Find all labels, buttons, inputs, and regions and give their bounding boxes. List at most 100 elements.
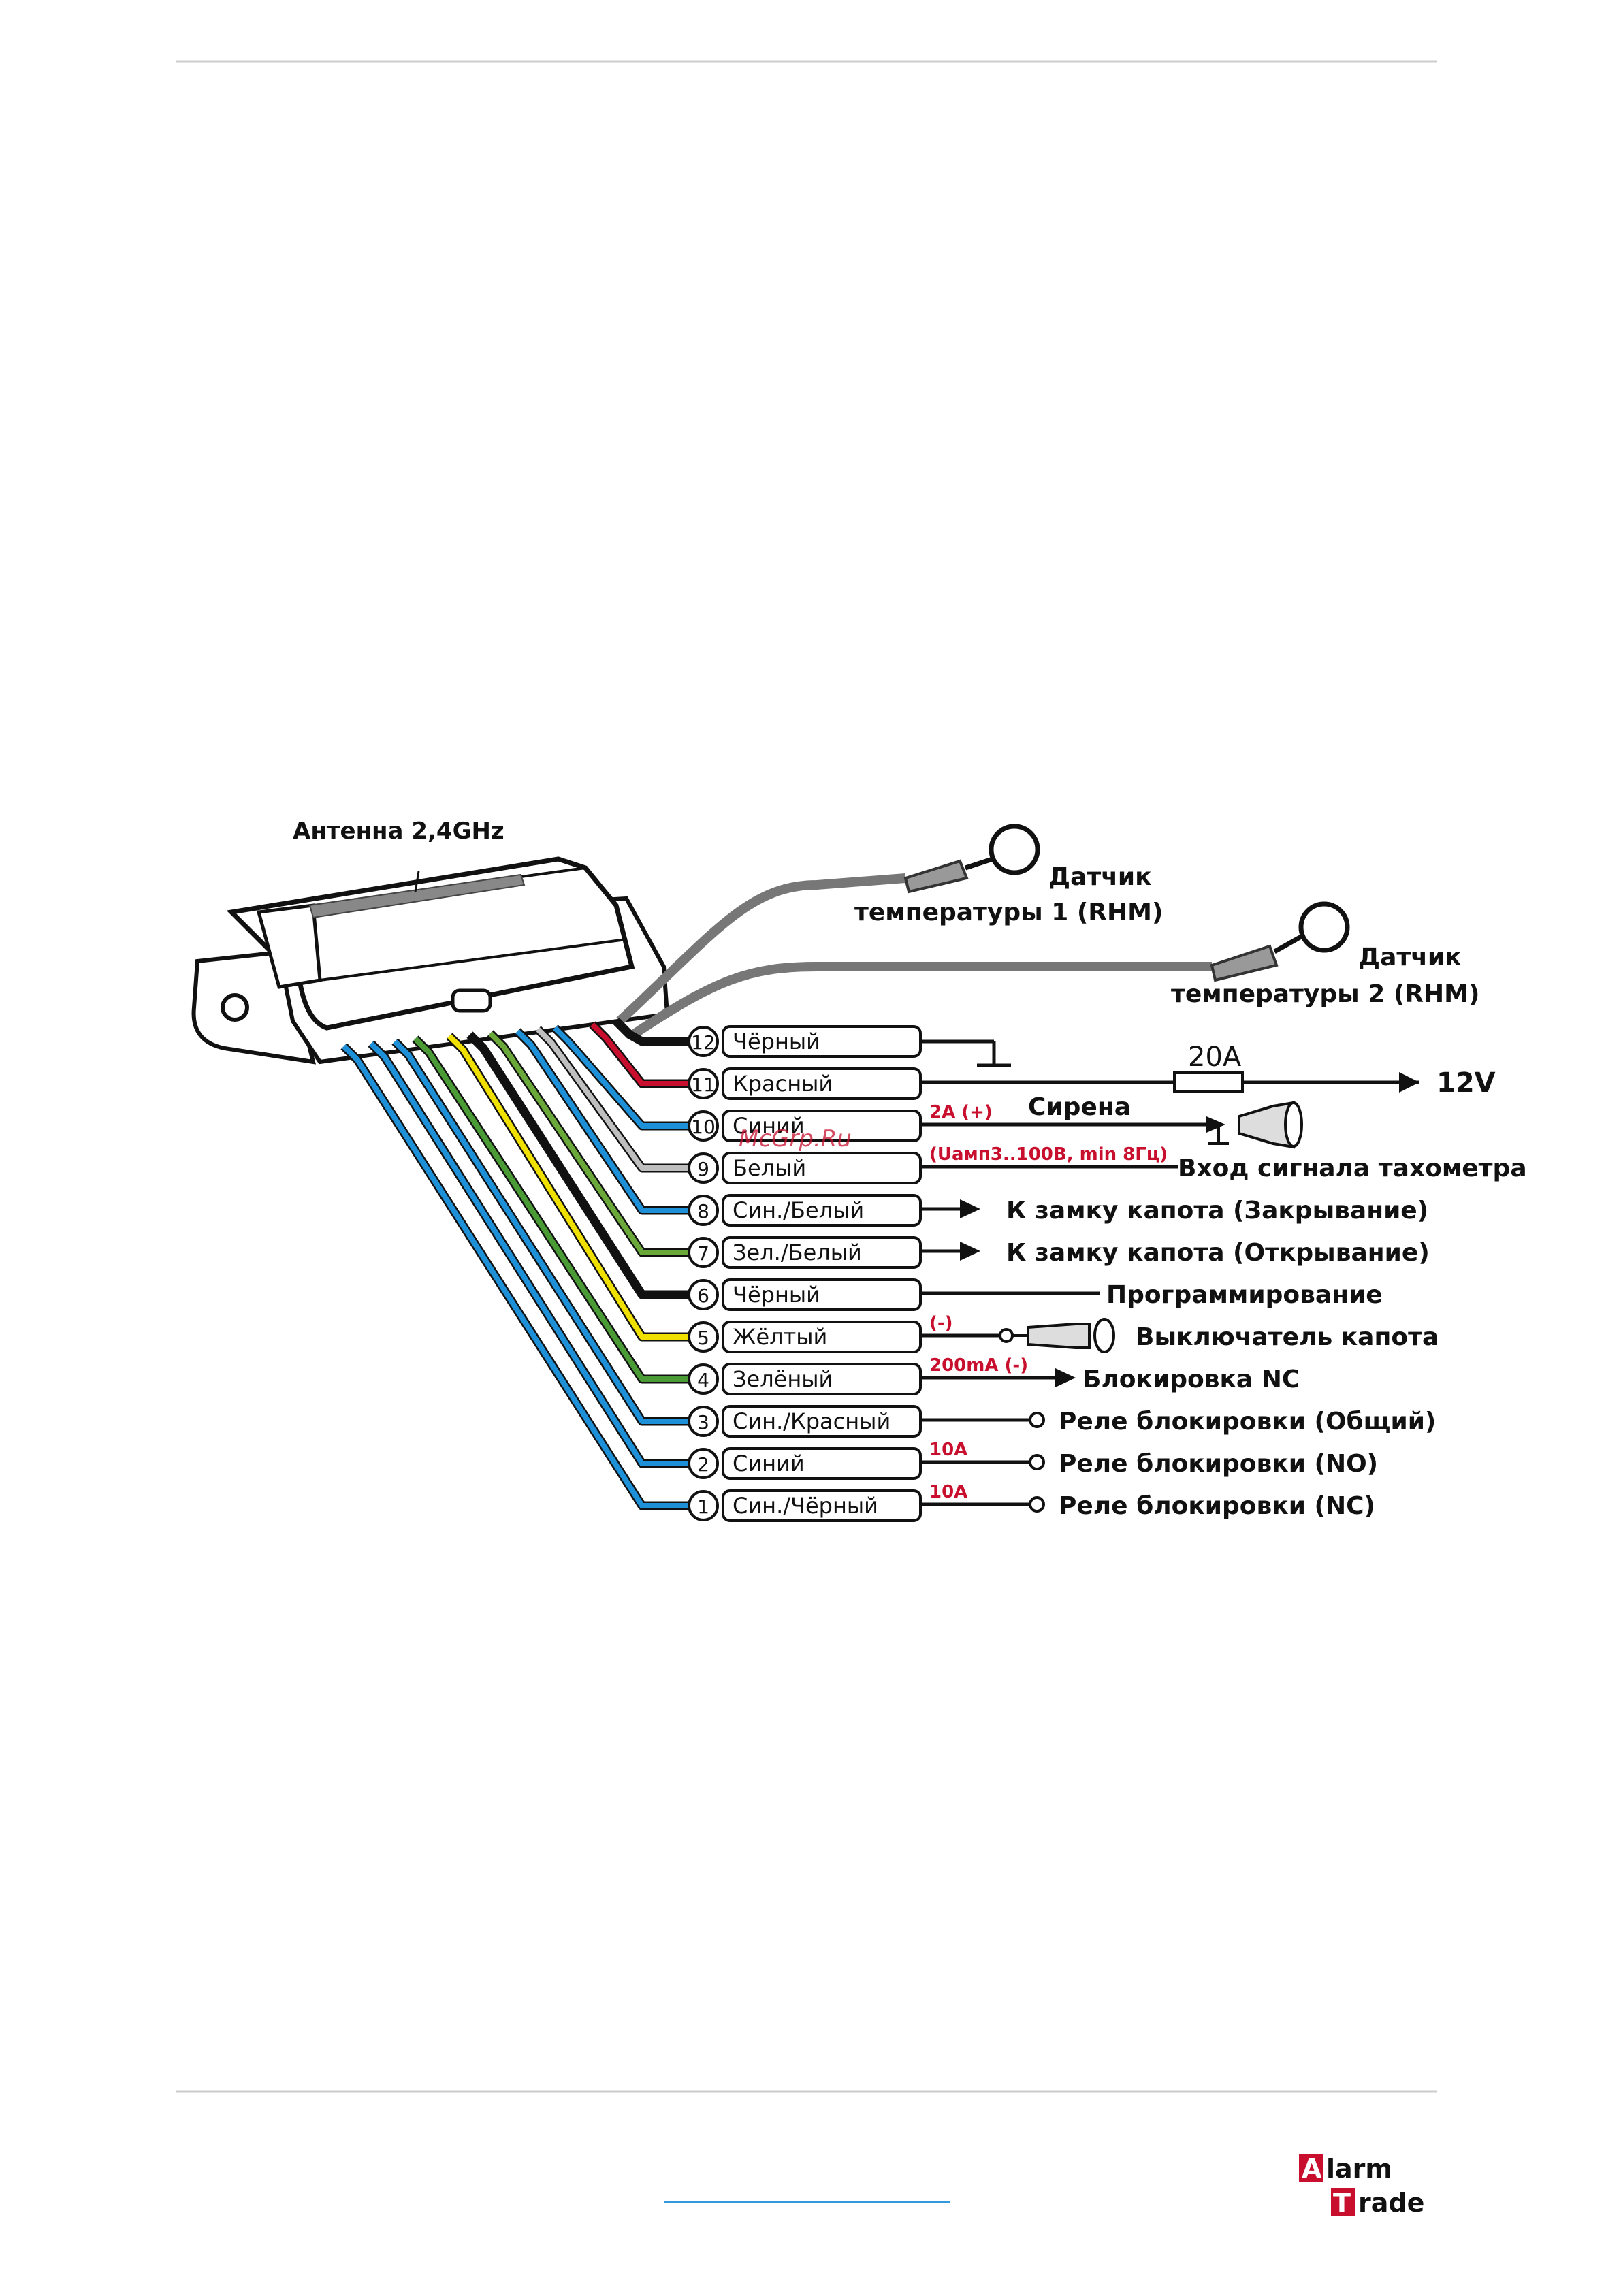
wire-number-badge xyxy=(688,1110,719,1142)
wire-number: 7 xyxy=(697,1242,709,1265)
wire-target-label: Сирена xyxy=(1028,1093,1131,1121)
alarm-module xyxy=(191,856,670,1065)
wire-number: 5 xyxy=(697,1327,709,1349)
wire-spec: 200mA (-) xyxy=(929,1355,1028,1376)
wire-color-label: Син./Чёрный xyxy=(733,1493,878,1519)
wire-color-label: Белый xyxy=(733,1155,806,1181)
wire-6 xyxy=(468,1033,688,1297)
blocking-line-4 xyxy=(920,1368,1076,1387)
wire-number: 11 xyxy=(691,1073,716,1096)
wire-number-badge xyxy=(688,1363,719,1395)
wire-number-badge xyxy=(688,1237,719,1268)
fuse-icon xyxy=(1173,1071,1244,1093)
wire-target-label: Реле блокировки (NO) xyxy=(1059,1450,1378,1478)
wire-number-badge xyxy=(688,1321,719,1353)
wire-number-badge xyxy=(688,1406,719,1437)
ring-terminal-icon xyxy=(989,824,1040,875)
wire-7 xyxy=(488,1031,688,1255)
relay-terminal-icon xyxy=(1029,1454,1045,1470)
relay-terminal-icon xyxy=(1029,1496,1045,1513)
wire-number: 4 xyxy=(697,1369,709,1391)
wire-color-label: Син./Красный xyxy=(733,1408,890,1434)
svg-text:rade: rade xyxy=(1358,2188,1424,2218)
wire-number-badge xyxy=(688,1152,719,1184)
wire-10 xyxy=(553,1026,688,1129)
wire-number-badge xyxy=(688,1448,719,1479)
hood-switch-icon xyxy=(1027,1323,1091,1349)
wire-color-label: Синий xyxy=(733,1451,805,1476)
hood-lock-open-line-7 xyxy=(920,1242,980,1261)
wire-number-badge xyxy=(688,1195,719,1226)
wire-color-label: Чёрный xyxy=(733,1029,820,1054)
ring-terminal-icon xyxy=(1298,901,1350,953)
wire-target-label: Выключатель капота xyxy=(1136,1323,1439,1351)
wire-color-label: Син./Белый xyxy=(733,1197,864,1223)
relay-lines xyxy=(920,1412,1045,1513)
wire-target-label: Программирование xyxy=(1106,1281,1383,1309)
wire-number: 3 xyxy=(697,1411,709,1434)
wire-color-label: Зелёный xyxy=(733,1366,833,1392)
wire-8 xyxy=(515,1029,688,1213)
hood-switch-line-5 xyxy=(920,1318,1115,1353)
hood-lock-close-line-8 xyxy=(920,1199,980,1218)
sensor2-label-line1: Датчик xyxy=(1358,943,1462,971)
wire-color-label: Чёрный xyxy=(733,1282,820,1308)
temperature-sensor-1: Датчик температуры 1 (RHM) xyxy=(616,824,1163,1025)
fuse-label: 20A xyxy=(1188,1041,1242,1073)
wire-3 xyxy=(393,1039,688,1424)
antenna-strip xyxy=(308,873,526,919)
wire-target-label: Реле блокировки (Общий) xyxy=(1059,1408,1436,1436)
watermark: McGrp.Ru xyxy=(739,1125,852,1152)
wire-color-label: Красный xyxy=(733,1071,833,1097)
wire-number-badge xyxy=(688,1490,719,1521)
wire-number: 12 xyxy=(691,1031,716,1054)
svg-text:T: T xyxy=(1333,2188,1351,2218)
wire-target-label: К замку капота (Открывание) xyxy=(1006,1239,1430,1267)
wire-target-label: Реле блокировки (NC) xyxy=(1059,1492,1375,1520)
sensor2-label-line2: температуры 2 (RHM) xyxy=(1171,980,1479,1008)
relay-terminal-icon xyxy=(1029,1412,1045,1428)
wire-spec: 10A xyxy=(929,1482,967,1502)
sensor1-label-line2: температуры 1 (RHM) xyxy=(854,899,1163,926)
wire-spec: (Uамп3..100В, min 8Гц) xyxy=(929,1144,1168,1165)
temperature-sensor-2: Датчик температуры 2 (RHM) xyxy=(630,901,1479,1039)
wire-target-label: Вход сигнала тахометра xyxy=(1178,1154,1527,1182)
wire-color-label: Зел./Белый xyxy=(733,1240,862,1265)
wire-spec: 2A (+) xyxy=(929,1102,993,1122)
wire-number: 6 xyxy=(697,1284,709,1307)
wire-number-badge xyxy=(688,1068,719,1099)
wire-2 xyxy=(369,1041,688,1466)
wire-target-label: Блокировка NC xyxy=(1082,1365,1300,1393)
wire-number: 1 xyxy=(697,1495,709,1518)
antenna-label: Антенна 2,4GHz xyxy=(293,818,504,845)
wire-number: 2 xyxy=(697,1453,709,1476)
power-line-11: 20A 12V xyxy=(920,1041,1496,1099)
wire-5 xyxy=(447,1034,688,1340)
sensor1-label-line1: Датчик xyxy=(1048,863,1152,891)
wire-12 xyxy=(614,1019,688,1044)
wire-spec: 10A xyxy=(929,1440,967,1460)
wire-number-badge xyxy=(688,1026,719,1057)
wire-9 xyxy=(536,1027,688,1171)
connector-latch-icon xyxy=(451,988,492,1013)
wire-color-label: Жёлтый xyxy=(733,1324,827,1350)
wire-color-label: Синий xyxy=(733,1113,805,1139)
wire-number: 10 xyxy=(691,1116,716,1138)
wire-number: 8 xyxy=(697,1200,709,1223)
alarm-trade-logo: A larm T rade xyxy=(1299,2154,1424,2218)
wire-1 xyxy=(342,1044,688,1508)
svg-text:A: A xyxy=(1302,2154,1322,2184)
ground-symbol-12 xyxy=(920,1039,1011,1067)
wire-4 xyxy=(413,1037,688,1382)
wire-number: 9 xyxy=(697,1158,709,1180)
svg-text:larm: larm xyxy=(1326,2154,1392,2184)
voltage-label: 12V xyxy=(1437,1067,1496,1099)
wire-number-badge xyxy=(688,1279,719,1310)
mounting-hole-icon xyxy=(221,993,249,1022)
siren-line-10 xyxy=(920,1101,1303,1149)
wire-target-label: К замку капота (Закрывание) xyxy=(1006,1197,1428,1225)
wire-11 xyxy=(590,1022,688,1086)
